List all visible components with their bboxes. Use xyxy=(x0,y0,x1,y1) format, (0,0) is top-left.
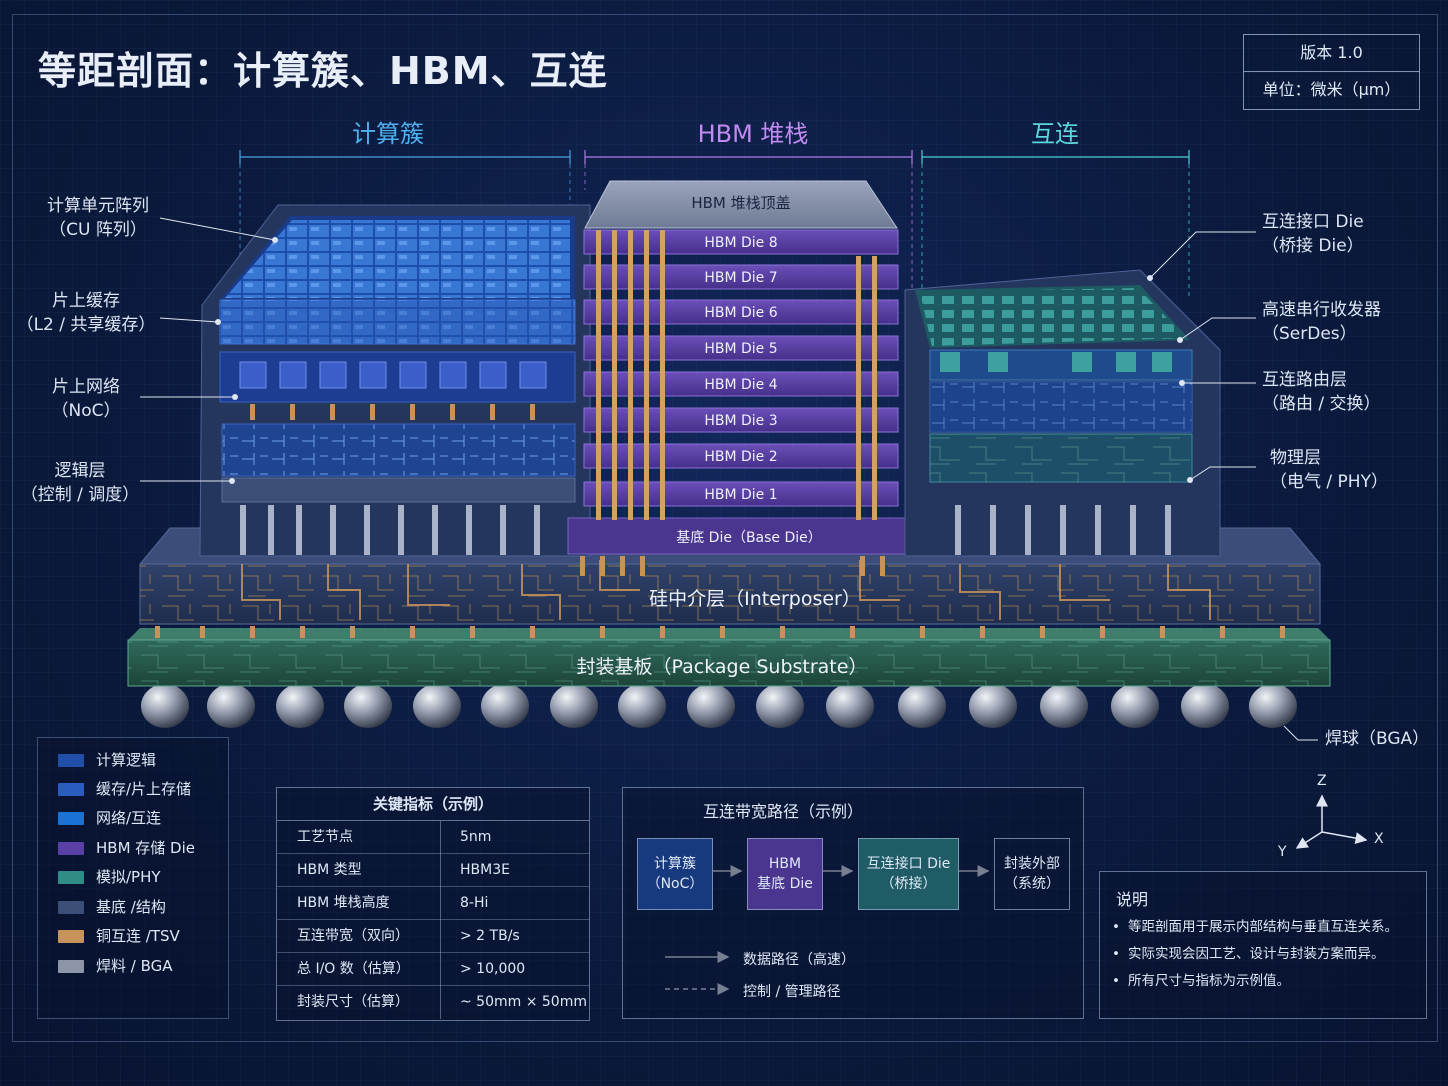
hbm-cap-label: HBM 堆栈顶盖 xyxy=(691,194,790,212)
compute-cluster xyxy=(199,204,591,557)
legend-item: 铜互连 /TSV xyxy=(58,925,180,947)
version-label: 版本 1.0 xyxy=(1244,35,1419,72)
bga-balls xyxy=(141,684,1297,728)
hbm-die-1-label: HBM Die 1 xyxy=(704,487,777,503)
legend-swatch xyxy=(58,960,84,973)
legend-swatch xyxy=(58,842,84,855)
hbm-die-7-label: HBM Die 7 xyxy=(704,270,777,286)
hbm-base-die-label: 基底 Die（Base Die） xyxy=(676,529,822,546)
hbm-die-2-label: HBM Die 2 xyxy=(704,449,777,465)
path-node-external: 封装外部（系统） xyxy=(994,838,1070,910)
section-title-interconnect: 互连 xyxy=(1031,120,1079,148)
legend-item: 缓存/片上存储 xyxy=(58,778,191,800)
legend-item: 焊料 / BGA xyxy=(58,955,173,977)
section-title-compute: 计算簇 xyxy=(352,120,424,148)
legend-item: HBM 存储 Die xyxy=(58,837,195,859)
legend-swatch xyxy=(58,930,84,943)
legend-swatch xyxy=(58,901,84,914)
unit-label: 单位：微米（µm） xyxy=(1262,80,1401,99)
interposer-label: 硅中介层（Interposer） xyxy=(649,588,861,610)
hbm-die-6-label: HBM Die 6 xyxy=(704,305,777,321)
label-l2-cache: 片上缓存 （L2 / 共享缓存） xyxy=(16,291,156,335)
axis-x-label: X xyxy=(1374,831,1384,847)
hbm-die-5-label: HBM Die 5 xyxy=(704,341,777,357)
axis-indicator xyxy=(1295,794,1368,849)
metrics-title: 关键指标（示例） xyxy=(277,788,589,821)
label-cu-array: 计算单元阵列 （CU 阵列） xyxy=(47,196,149,240)
substrate-label: 封装基板（Package Substrate） xyxy=(577,656,868,678)
table-row: 互连带宽（双向）> 2 TB/s xyxy=(277,920,589,953)
legend-swatch xyxy=(58,783,84,796)
legend-control-path: 控制 / 管理路径 xyxy=(743,984,841,1000)
legend-swatch xyxy=(58,812,84,825)
path-node-compute: 计算簇（NoC） xyxy=(637,838,713,910)
version-box: 版本 1.0 单位：微米（µm） xyxy=(1243,34,1420,110)
legend-swatch xyxy=(58,871,84,884)
bandwidth-title: 互连带宽路径（示例） xyxy=(702,802,863,821)
label-noc: 片上网络 （NoC） xyxy=(51,377,121,421)
bga-label: 焊球（BGA） xyxy=(1325,729,1429,749)
note-item: 等距剖面用于展示内部结构与垂直互连关系。 xyxy=(1112,915,1398,935)
label-logic-layer: 逻辑层 （控制 / 调度） xyxy=(20,461,140,505)
table-row: 总 I/O 数（估算）> 10,000 xyxy=(277,953,589,986)
hbm-die-3-label: HBM Die 3 xyxy=(704,413,777,429)
hbm-die-4-label: HBM Die 4 xyxy=(704,377,777,393)
label-phy-layer: 物理层 （电气 / PHY） xyxy=(1270,448,1388,492)
legend-data-path: 数据路径（高速） xyxy=(743,952,855,968)
label-routing-layer: 互连路由层 （路由 / 交换） xyxy=(1262,370,1381,414)
package-substrate xyxy=(127,628,1331,687)
interconnect-die xyxy=(904,269,1221,557)
notes-panel: 说明 等距剖面用于展示内部结构与垂直互连关系。 实际实现会因工艺、设计与封装方案… xyxy=(1099,871,1427,1019)
legend-item: 基底 /结构 xyxy=(58,896,166,918)
page-title: 等距剖面：计算簇、HBM、互连 xyxy=(38,49,608,93)
notes-title: 说明 xyxy=(1116,890,1149,909)
legend-item: 网络/互连 xyxy=(58,807,161,829)
callout-lines xyxy=(140,217,1318,741)
legend-item: 计算逻辑 xyxy=(58,749,156,771)
table-row: 封装尺寸（估算）~ 50mm × 50mm xyxy=(297,994,587,1010)
path-node-bridge: 互连接口 Die（桥接） xyxy=(858,838,959,910)
axis-z-label: Z xyxy=(1317,773,1327,789)
section-title-hbm: HBM 堆栈 xyxy=(698,120,809,148)
axis-y-label: Y xyxy=(1278,844,1287,860)
note-item: 所有尺寸与指标为示例值。 xyxy=(1112,969,1290,989)
label-serdes: 高速串行收发器 （SerDes） xyxy=(1262,300,1381,344)
note-item: 实际实现会因工艺、设计与封装方案而异。 xyxy=(1112,942,1385,962)
hbm-stack xyxy=(567,180,915,576)
color-legend: 计算逻辑 缓存/片上存储 网络/互连 HBM 存储 Die 模拟/PHY 基底 … xyxy=(37,737,229,1019)
legend-swatch xyxy=(58,754,84,767)
hbm-die-8-label: HBM Die 8 xyxy=(704,235,777,251)
legend-item: 模拟/PHY xyxy=(58,866,161,888)
label-bridge-die: 互连接口 Die （桥接 Die） xyxy=(1262,212,1364,256)
